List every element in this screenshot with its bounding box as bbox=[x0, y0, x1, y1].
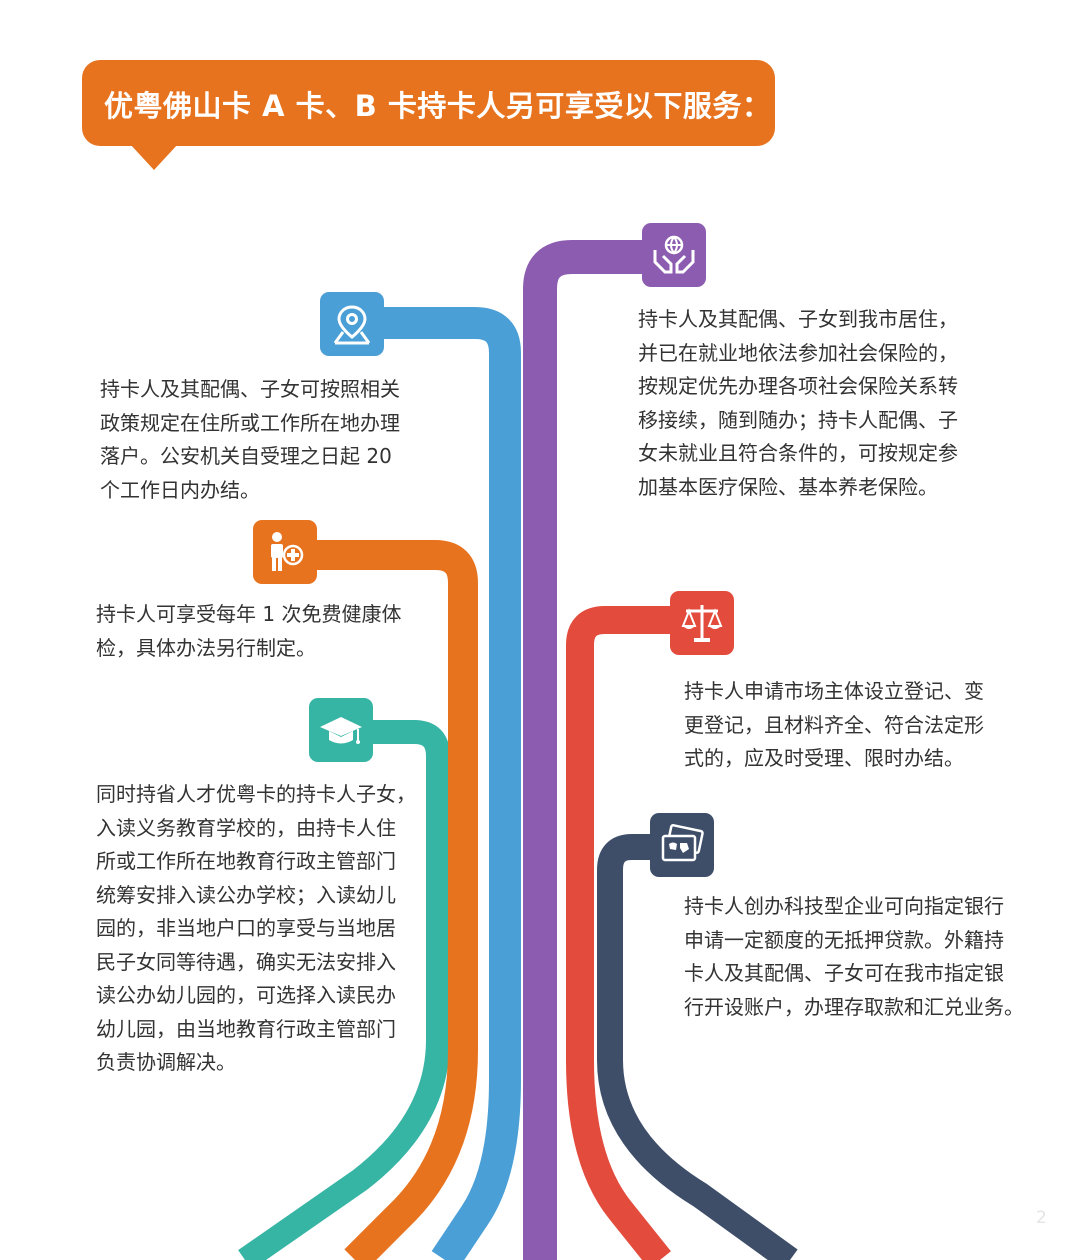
purple-road bbox=[523, 240, 672, 1260]
hands-globe-icon bbox=[653, 235, 695, 274]
health-tile bbox=[253, 520, 317, 584]
graduation-cap-icon bbox=[320, 717, 362, 744]
orange-road bbox=[285, 540, 478, 1260]
registration-text: 持卡人申请市场主体设立登记、变 更登记，且材料齐全、符合法定形 式的，应及时受理… bbox=[684, 679, 984, 770]
education-tile bbox=[309, 698, 373, 762]
medical-person-icon bbox=[271, 532, 304, 571]
insurance-tile bbox=[642, 223, 706, 287]
household-text: 持卡人及其配偶、子女可按照相关 政策规定在住所或工作所在地办理 落户。公安机关自… bbox=[100, 377, 400, 502]
header-title: 优粤佛山卡 A 卡、B 卡持卡人另可享受以下服务： bbox=[104, 89, 772, 123]
map-pin-icon bbox=[333, 305, 371, 345]
insurance-text: 持卡人及其配偶、子女到我市居住， 并已在就业地依法参加社会保险的， 按规定优先办… bbox=[638, 307, 958, 499]
scales-icon bbox=[681, 605, 723, 642]
navy-road bbox=[597, 834, 798, 1260]
red-road bbox=[566, 606, 700, 1260]
bank-cards-icon bbox=[661, 824, 704, 862]
banking-text: 持卡人创办科技型企业可向指定银行 申请一定额度的无抵押贷款。外籍持 卡人及其配偶… bbox=[684, 894, 1024, 1019]
education-text: 同时持省人才优粤卡的持卡人子女， 入读义务教育学校的，由持卡人住 所或工作所在地… bbox=[96, 782, 416, 1074]
teal-road bbox=[238, 720, 450, 1260]
household-tile bbox=[320, 292, 384, 356]
header-banner: 优粤佛山卡 A 卡、B 卡持卡人另可享受以下服务： bbox=[82, 60, 775, 146]
header-pointer bbox=[130, 144, 178, 170]
registration-tile bbox=[670, 591, 734, 655]
health-text: 持卡人可享受每年 1 次免费健康体 检，具体办法另行制定。 bbox=[96, 602, 402, 660]
banking-tile bbox=[650, 813, 714, 877]
blue-road bbox=[350, 307, 521, 1260]
page-number: 2 bbox=[1036, 1208, 1047, 1228]
